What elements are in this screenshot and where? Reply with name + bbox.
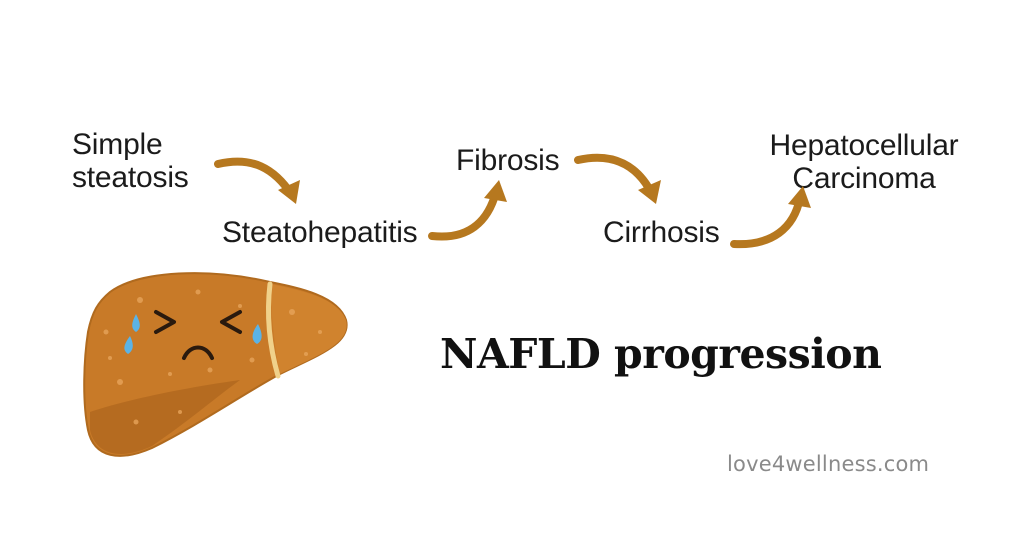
stage-simple-steatosis-line-1: Simple — [72, 128, 163, 161]
curved-arrow-icon — [214, 157, 300, 204]
stage-simple-steatosis: Simple steatosis — [72, 128, 189, 194]
stage-hcc-line-1: Hepatocellular — [769, 129, 959, 162]
curved-arrow-icon — [428, 180, 507, 241]
stage-simple-steatosis-line-2: steatosis — [72, 161, 189, 194]
website-credit: love4wellness.com — [727, 452, 930, 476]
sad-crying-liver-icon — [83, 272, 348, 457]
curved-arrow-icon — [574, 153, 661, 204]
page-title: NAFLD progression — [440, 330, 882, 378]
stage-hepatocellular-carcinoma: Hepatocellular Carcinoma — [754, 129, 974, 195]
stage-cirrhosis: Cirrhosis — [603, 216, 720, 249]
stage-steatohepatitis: Steatohepatitis — [222, 216, 418, 249]
stage-hcc-line-2: Carcinoma — [792, 162, 936, 195]
stage-fibrosis: Fibrosis — [456, 144, 560, 177]
